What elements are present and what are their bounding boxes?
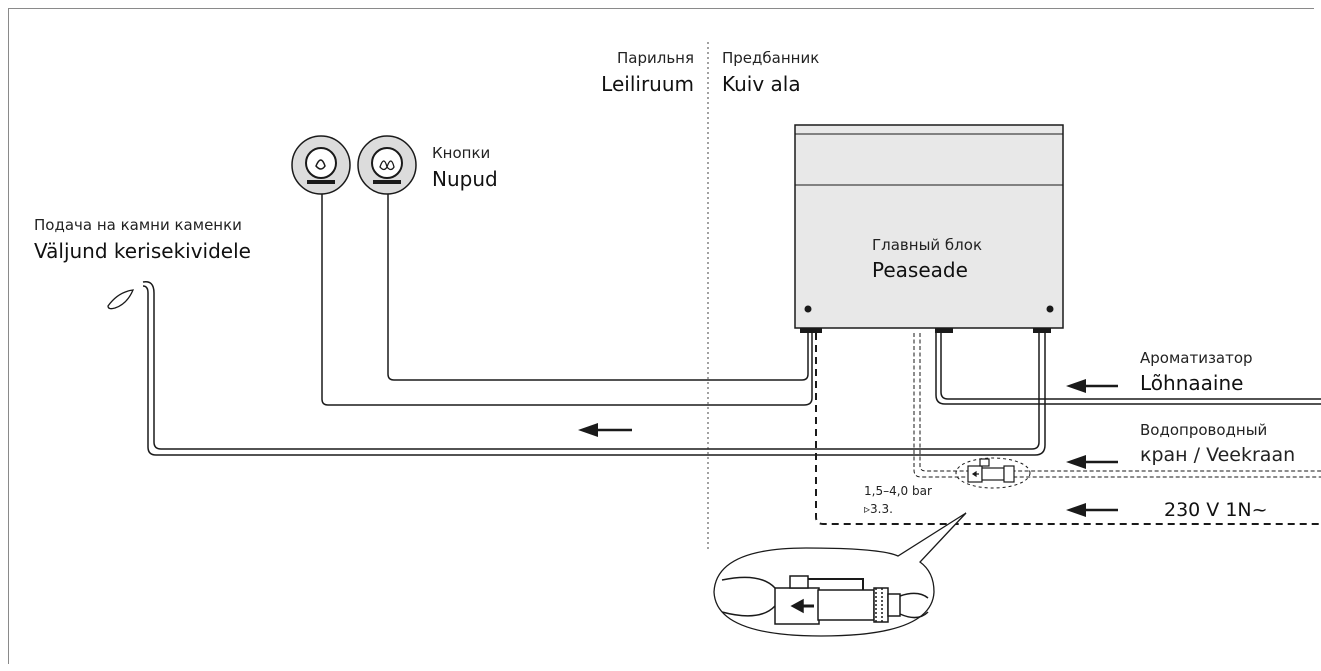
- water-valve-detail-icon: [721, 575, 929, 625]
- zone-dry-area-et: Kuiv ala: [722, 72, 801, 96]
- pressure-ref: ▹3.3.: [864, 502, 893, 516]
- water-label-line2: кран / Veekraan: [1140, 444, 1296, 466]
- fragrance-label-ru: Ароматизатор: [1140, 349, 1253, 367]
- buttons-label-ru: Кнопки: [432, 144, 491, 162]
- main-unit-label-et: Peaseade: [872, 258, 968, 282]
- arrow-fragrance-icon: [1066, 379, 1118, 393]
- screw-icon: [1046, 305, 1054, 313]
- water-label-line1: Водопроводный: [1140, 421, 1268, 439]
- zone-steam-room-et: Leiliruum: [601, 72, 694, 96]
- buttons-label-et: Nupud: [432, 167, 498, 191]
- arrow-outlet-icon: [578, 423, 632, 437]
- fragrance-label-et: Lõhnaaine: [1140, 371, 1244, 395]
- outlet-label-et: Väljund kerisekividele: [34, 239, 251, 263]
- push-button-left-icon: [291, 135, 351, 195]
- main-unit-label-ru: Главный блок: [872, 236, 983, 254]
- outlet-label-ru: Подача на камни каменки: [34, 216, 242, 234]
- zone-dry-area-ru: Предбанник: [722, 49, 820, 67]
- detail-circle: [955, 457, 1031, 489]
- main-unit: [794, 124, 1064, 333]
- outlet-pipe: [142, 280, 1046, 456]
- water-valve-small-icon: [967, 458, 1015, 483]
- pressure-value: 1,5–4,0 bar: [864, 484, 932, 498]
- power-label: 230 V 1N~: [1164, 499, 1268, 521]
- cable-right-button: [387, 194, 809, 381]
- arrow-power-icon: [1066, 503, 1118, 517]
- water-supply-line: [913, 333, 1321, 478]
- fragrance-line: [935, 333, 1321, 405]
- arrow-water-icon: [1066, 455, 1118, 469]
- push-button-right-icon: [357, 135, 417, 195]
- diagram-frame: [8, 8, 1314, 664]
- screw-icon: [804, 305, 812, 313]
- power-cable: [815, 333, 1321, 525]
- zone-steam-room-ru: Парильня: [617, 49, 694, 67]
- water-drop-icon: [107, 289, 135, 310]
- cable-left-button: [321, 194, 813, 406]
